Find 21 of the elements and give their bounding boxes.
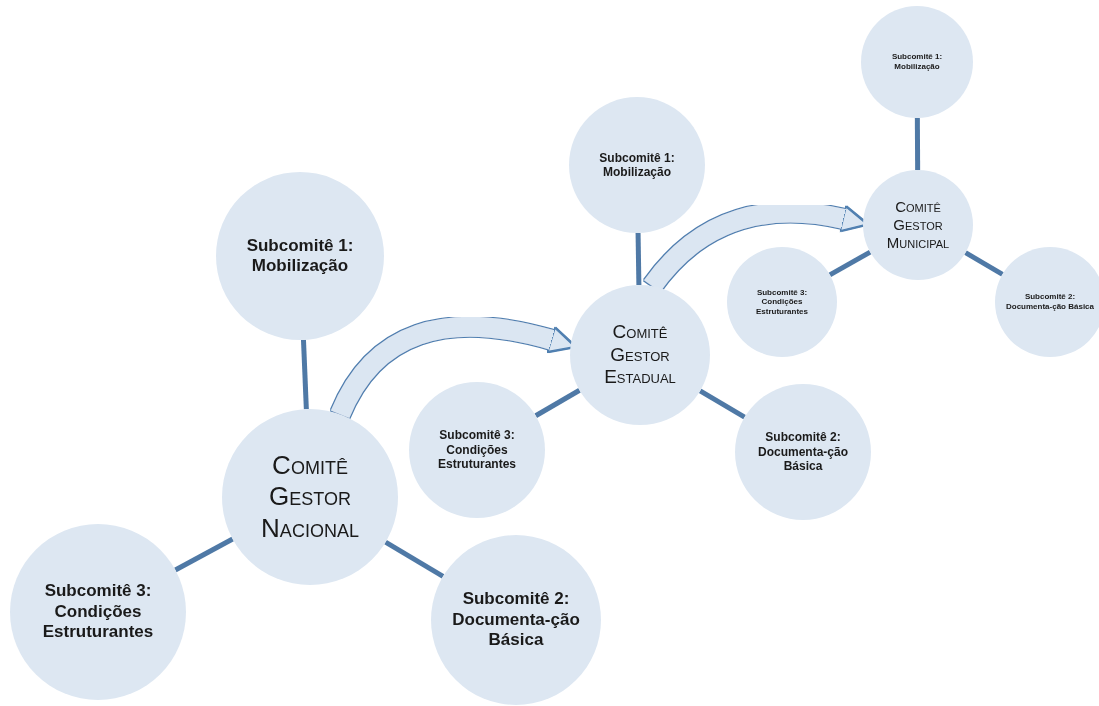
connector-line	[698, 388, 746, 420]
subcommittee-label: Subcomitê 3: Condições Estruturantes	[41, 581, 155, 643]
subcommittee-label: Subcomitê 1: Mobilização	[598, 150, 676, 180]
connector-line	[964, 250, 1004, 277]
subcommittee-label: Subcomitê 1: Mobilização	[890, 52, 944, 72]
connector-line	[635, 232, 642, 286]
connector-line	[174, 536, 234, 573]
connector-line	[301, 339, 309, 410]
connector-line	[914, 118, 921, 170]
subcommittee-label: Subcomitê 2: Documenta-ção Básica	[757, 430, 849, 474]
connector-line	[384, 539, 445, 579]
connector-line	[828, 249, 872, 278]
subcommittee-label: Subcomitê 2: Documenta-ção Básica	[1005, 292, 1095, 312]
committee-title: Comitê Gestor Estadual	[603, 320, 677, 390]
subcommittee-label: Subcomitê 1: Mobilização	[245, 235, 355, 277]
subcommittee-label: Subcomitê 3: Condições Estruturantes	[755, 287, 809, 317]
subcommittee-label: Subcomitê 2: Documenta-ção Básica	[451, 589, 581, 651]
committee-title: Comitê Gestor Nacional	[260, 450, 360, 544]
committee-title: Comitê Gestor Municipal	[885, 198, 951, 252]
subcommittee-label: Subcomitê 3: Condições Estruturantes	[437, 428, 517, 472]
connector-line	[534, 388, 581, 418]
